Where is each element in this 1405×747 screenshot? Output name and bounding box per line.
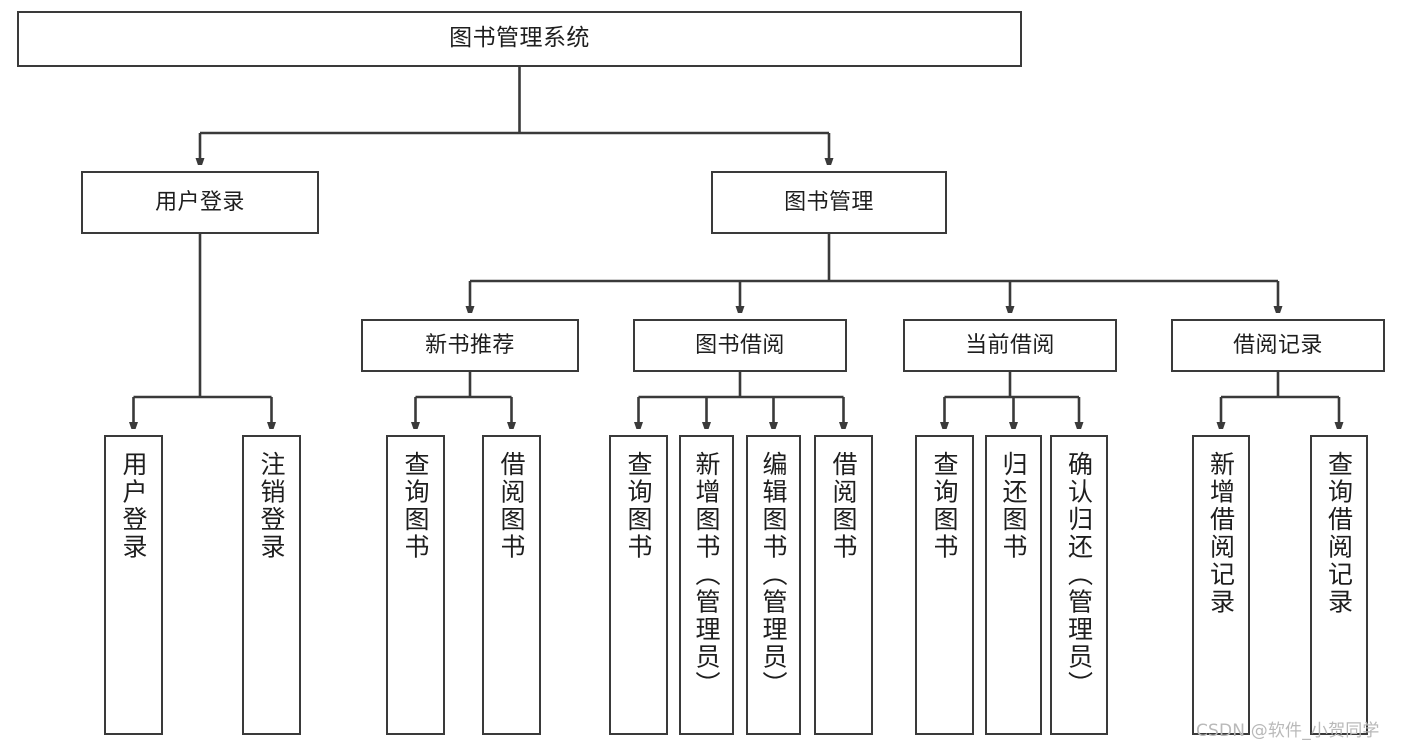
node-b4[interactable]: 借阅图书 [814,435,873,735]
node-label: 图书借阅 [695,332,785,358]
node-label: 借阅记录 [1233,332,1323,358]
node-c3[interactable]: 确认归还（管理员） [1050,435,1108,735]
node-label: 借阅图书 [497,451,526,561]
node-label: 当前借阅 [965,332,1055,358]
node-login[interactable]: 用户登录 [81,171,319,234]
node-label: 新增图书（管理员） [692,451,721,699]
node-label: 查询借阅记录 [1324,451,1354,616]
node-r2[interactable]: 查询借阅记录 [1310,435,1368,735]
node-label: 注销登录 [257,451,286,561]
node-label: 借阅图书 [829,451,858,561]
node-l2[interactable]: 注销登录 [242,435,301,735]
node-label: 新增借阅记录 [1206,451,1236,616]
node-n1[interactable]: 查询图书 [386,435,445,735]
node-label: 查询图书 [624,451,653,561]
node-label: 用户登录 [119,451,148,561]
node-b1[interactable]: 查询图书 [609,435,668,735]
node-newbook[interactable]: 新书推荐 [361,319,579,372]
node-b3[interactable]: 编辑图书（管理员） [746,435,801,735]
node-label: 用户登录 [155,189,245,215]
node-label: 图书管理系统 [449,25,590,52]
node-l1[interactable]: 用户登录 [104,435,163,735]
node-bookmgmt[interactable]: 图书管理 [711,171,947,234]
watermark-label: CSDN @软件_小贺同学 [1196,721,1380,741]
node-label: 查询图书 [401,451,430,561]
node-label: 归还图书 [999,451,1028,561]
node-c2[interactable]: 归还图书 [985,435,1042,735]
node-n2[interactable]: 借阅图书 [482,435,541,735]
node-label: 编辑图书（管理员） [759,451,788,699]
node-current[interactable]: 当前借阅 [903,319,1117,372]
node-b2[interactable]: 新增图书（管理员） [679,435,734,735]
node-label: 查询图书 [930,451,959,561]
node-label: 图书管理 [784,189,874,215]
node-c1[interactable]: 查询图书 [915,435,974,735]
node-label: 新书推荐 [425,332,515,358]
node-r1[interactable]: 新增借阅记录 [1192,435,1250,735]
node-label: 确认归还（管理员） [1064,451,1094,699]
node-root[interactable]: 图书管理系统 [17,11,1022,67]
node-records[interactable]: 借阅记录 [1171,319,1385,372]
node-borrow[interactable]: 图书借阅 [633,319,847,372]
